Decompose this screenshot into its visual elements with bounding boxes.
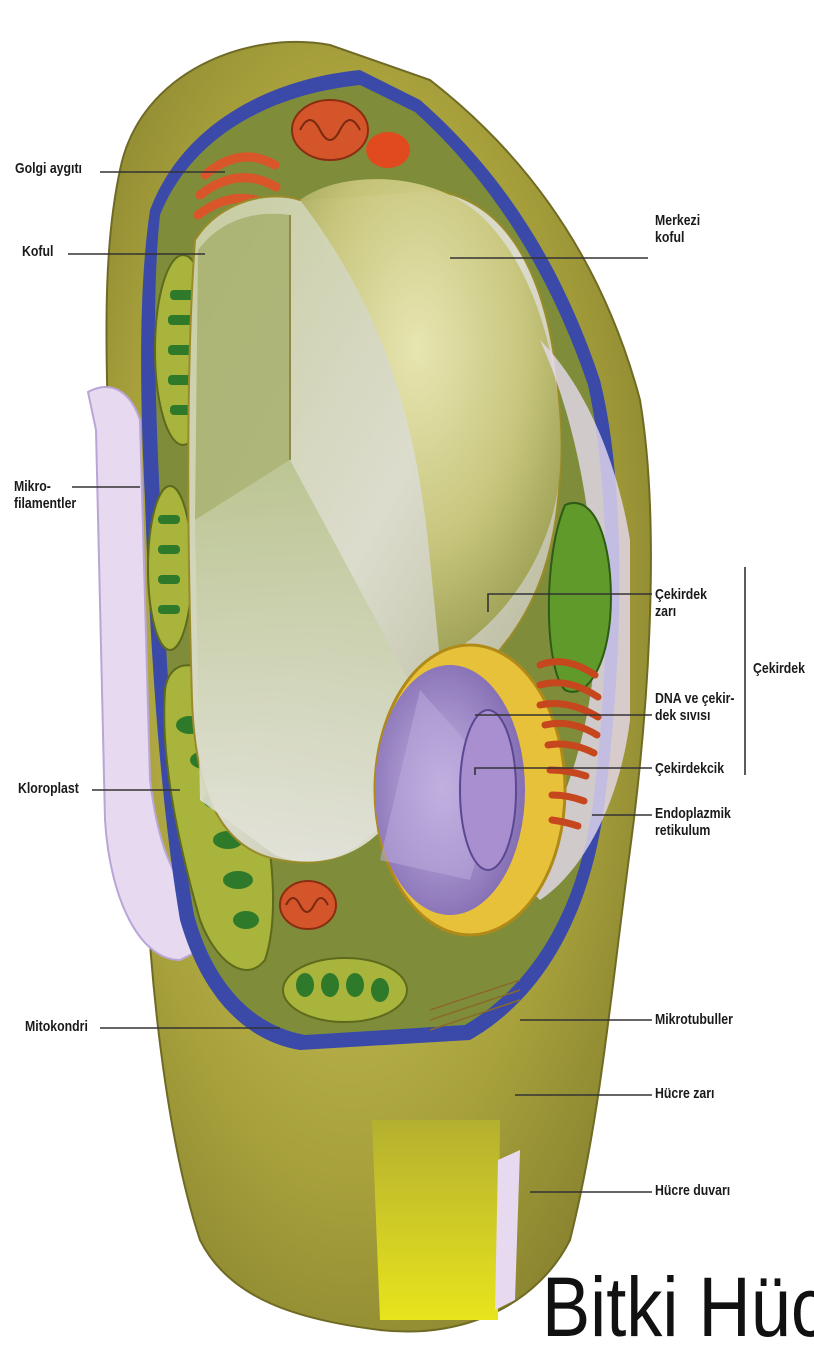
- label-cekirdek-zari: Çekirdek zarı: [655, 586, 707, 620]
- label-koful: Koful: [22, 243, 53, 260]
- label-golgi: Golgi aygıtı: [15, 160, 82, 177]
- chloroplast-middle: [148, 486, 192, 650]
- diagram-title: Bitki Hücres: [542, 1262, 814, 1352]
- label-cekirdek-group: Çekirdek: [753, 660, 805, 677]
- mitochondrion-top: [292, 100, 368, 160]
- label-kloroplast: Kloroplast: [18, 780, 79, 797]
- label-merkezi-koful-line2: koful: [655, 229, 700, 246]
- label-merkezi-koful: Merkezi koful: [655, 212, 700, 246]
- label-cekirdekcik: Çekirdekcik: [655, 760, 724, 777]
- label-mitokondri: Mitokondri: [25, 1018, 88, 1035]
- label-hucre-zari: Hücre zarı: [655, 1085, 714, 1102]
- label-dna-line2: dek sıvısı: [655, 707, 735, 724]
- nucleolus: [460, 710, 516, 870]
- label-hucre-duvari: Hücre duvarı: [655, 1182, 730, 1199]
- label-dna-line1: DNA ve çekir-: [655, 690, 735, 707]
- label-mikrofilamentler: Mikro- filamentler: [14, 478, 76, 512]
- wall-bottom-block: [372, 1120, 500, 1320]
- chloroplast-bottom: [283, 958, 407, 1022]
- label-er-line1: Endoplazmik: [655, 805, 731, 822]
- label-mikrotubuller: Mikrotubuller: [655, 1011, 733, 1028]
- label-cekirdek-zari-line2: zarı: [655, 603, 707, 620]
- label-er-line2: retikulum: [655, 822, 731, 839]
- label-merkezi-koful-line1: Merkezi: [655, 212, 700, 229]
- label-endoplazmik-retikulum: Endoplazmik retikulum: [655, 805, 731, 839]
- label-cekirdek-zari-line1: Çekirdek: [655, 586, 707, 603]
- label-dna: DNA ve çekir- dek sıvısı: [655, 690, 735, 724]
- label-mikro-line2: filamentler: [14, 495, 76, 512]
- label-mikro-line1: Mikro-: [14, 478, 76, 495]
